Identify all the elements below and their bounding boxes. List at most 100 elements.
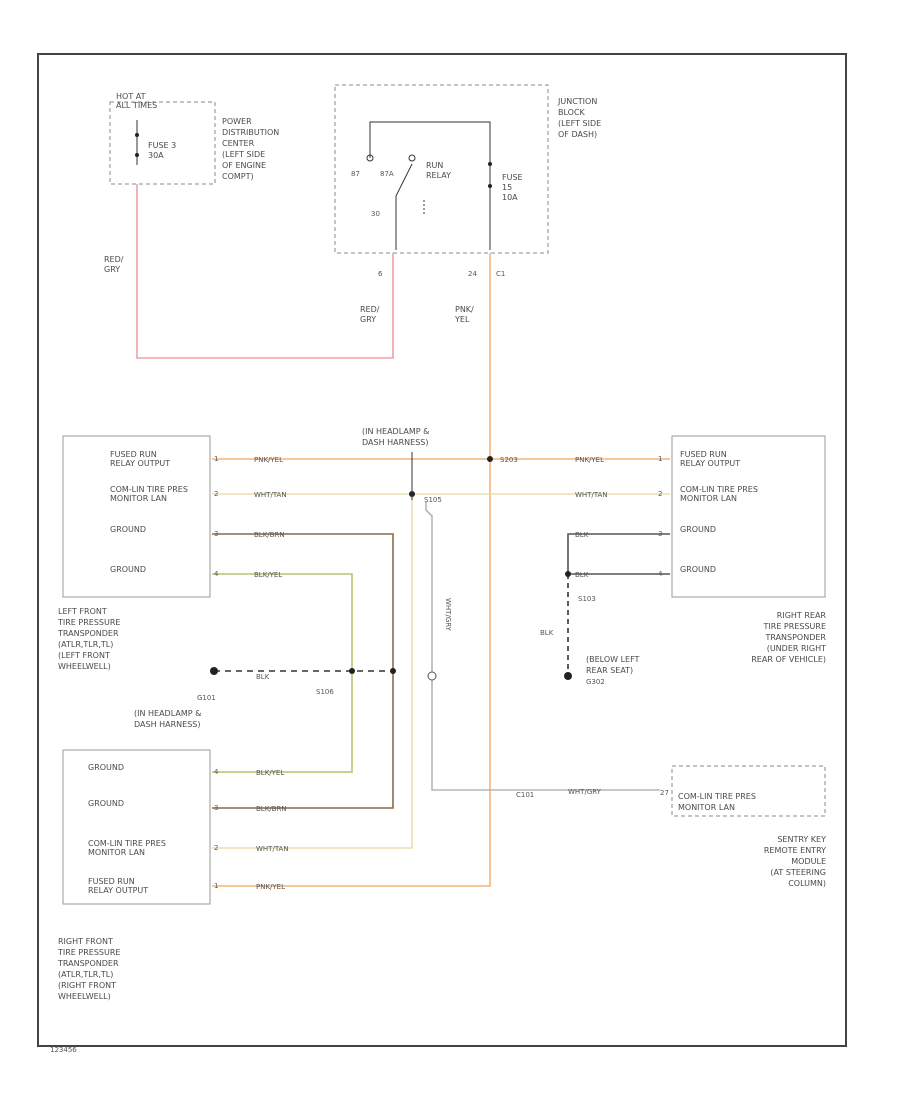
jb-wire-left: RED/GRY: [360, 305, 380, 324]
rf-pin-num-3: 1: [214, 882, 218, 890]
rr-pin-label-3: GROUND: [680, 565, 716, 574]
wire-wht-tan-rf: [212, 494, 413, 849]
rr-wire-label-2: BLK: [575, 531, 589, 539]
rf-transponder-box: [62, 749, 211, 905]
junction-block-box: [334, 84, 549, 254]
lf-pin-label-3: GROUND: [110, 565, 146, 574]
figure-code: 123456: [50, 1046, 77, 1054]
vertical-wire-label: WHT/GRY: [444, 598, 452, 632]
splices: S203 S105 (IN HEADLAMP &DASH HARNESS) S1…: [134, 427, 640, 799]
wire-blk-rr-ground: [567, 533, 670, 575]
lf-wire-label-2: BLK/BRN: [254, 531, 285, 539]
rf-pin-label-1: GROUND: [88, 799, 124, 808]
rr-pin-num-2: 3: [658, 530, 662, 538]
splice-s106-dot-a: [349, 668, 355, 674]
lf-pin-num-2: 3: [214, 530, 218, 538]
rf-wire-label-3: PNK/YEL: [256, 883, 285, 891]
jb-pin-right: 24: [468, 270, 477, 278]
lf-wire-label-3: BLK/YEL: [254, 571, 282, 579]
ground-right-wire: BLK: [540, 629, 554, 637]
ground-g302-dot: [564, 672, 572, 680]
ground-g101-dot: [210, 667, 218, 675]
diagram-frame: [37, 53, 847, 1047]
splice-s203-dot: [487, 456, 493, 462]
relay-contact-87: [366, 154, 374, 162]
lf-pin-label-2: GROUND: [110, 525, 146, 534]
splice-s106-dot-b: [390, 668, 396, 674]
rr-pin-num-3: 4: [658, 570, 663, 578]
relay-contact-87a: [408, 154, 416, 162]
rr-pin-label-2: GROUND: [680, 525, 716, 534]
rf-pin-num-1: 3: [214, 804, 218, 812]
connector-c101: [427, 671, 437, 681]
splice-s103-dot: [565, 571, 571, 577]
lf-pin-num-3: 4: [214, 570, 219, 578]
relay-pin-87a: 87A: [380, 170, 394, 178]
jb-connector: C1: [496, 270, 505, 278]
rf-pin-num-2: 2: [214, 844, 218, 852]
pdc-fuse-dot-bottom: [135, 153, 139, 157]
sentry-key-box: [671, 765, 826, 817]
splice-s103: S103: [578, 595, 596, 603]
wire-blk-yel: [212, 573, 353, 773]
jb-pin-left: 6: [378, 270, 383, 278]
ground-left-wire: BLK: [256, 673, 270, 681]
relay-pin-30: 30: [371, 210, 380, 218]
rr-pin-num-0: 1: [658, 455, 662, 463]
sentry-splice-label: C101: [516, 791, 534, 799]
rr-transponder-box: [671, 435, 826, 598]
wire-pnk-yel-main: [212, 253, 491, 887]
splice-s106: S106: [316, 688, 334, 696]
pdc-fuse-dot-top: [135, 133, 139, 137]
pdc-wire-color: RED/GRY: [104, 255, 124, 274]
lf-pin-num-1: 2: [214, 490, 218, 498]
wire-red-gry: [136, 184, 394, 359]
relay-switch-arm: [395, 163, 413, 197]
rf-wire-label-1: BLK/BRN: [256, 805, 287, 813]
rr-wire-label-3: BLK: [575, 571, 589, 579]
splice-s105: S105: [424, 496, 442, 504]
rr-pin-num-1: 2: [658, 490, 662, 498]
relay-top-wire: [369, 121, 491, 160]
ground-left-caption: (IN HEADLAMP &DASH HARNESS): [134, 709, 201, 729]
lf-wire-label-1: WHT/TAN: [254, 491, 287, 499]
wire-wht-gry: [425, 502, 660, 791]
rf-wire-label-0: BLK/YEL: [256, 769, 284, 777]
jb-wire-right: PNK/YEL: [454, 305, 474, 324]
harness-top-label: (IN HEADLAMP &DASH HARNESS): [362, 427, 429, 447]
rf-wire-label-2: WHT/TAN: [256, 845, 289, 853]
rf-pin-num-0: 4: [214, 768, 219, 776]
ground-g302: G302: [586, 678, 605, 686]
rr-wire-label-0: PNK/YEL: [575, 456, 604, 464]
ground-g101: G101: [197, 694, 216, 702]
lf-transponder-box: [62, 435, 211, 598]
sentry-wire-label: WHT/GRY: [568, 788, 602, 796]
relay-pin-87: 87: [351, 170, 360, 178]
jb-fuse-dot-top: [488, 162, 492, 166]
